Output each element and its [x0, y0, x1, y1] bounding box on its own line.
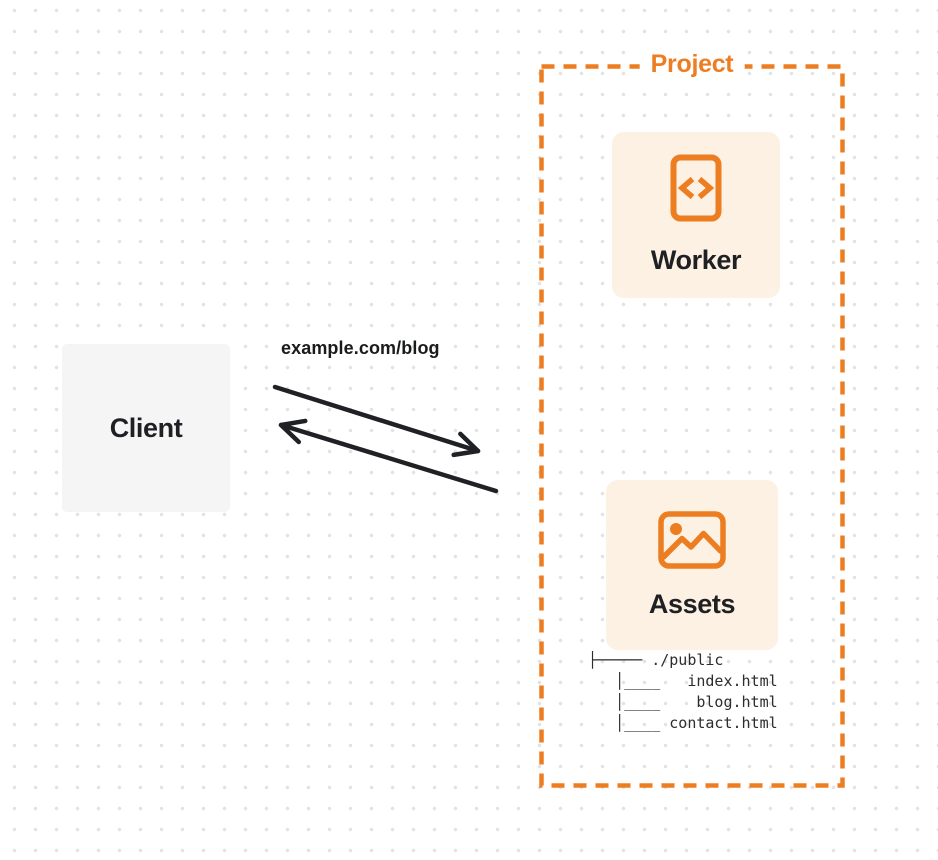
chevron-left-glyph: [677, 176, 695, 200]
request-url-label: example.com/blog: [281, 338, 440, 358]
request-arrow: [272, 384, 481, 458]
assets-node: Assets: [606, 480, 778, 650]
assets-label: Assets: [648, 588, 736, 619]
worker-label: Worker: [650, 245, 742, 275]
chevron-right-glyph: [697, 176, 715, 200]
project-dashed-border: [539, 64, 845, 788]
file-tree-root: ├───── ./public: [588, 651, 724, 669]
project-label: Project: [639, 50, 745, 79]
file-tree-item-contact: │____ contact.html: [588, 714, 778, 732]
file-tree-item-blog: │____ blog.html: [588, 693, 778, 711]
file-tree-item-index: │____ index.html: [588, 672, 778, 690]
client-node: Client: [62, 344, 230, 512]
worker-node: Worker: [612, 132, 780, 298]
image-icon-sun: [670, 522, 682, 535]
image-icon: [658, 510, 726, 569]
image-icon-mountains: [660, 530, 724, 560]
code-file-icon: [670, 154, 722, 222]
response-arrow: [278, 418, 499, 494]
file-tree: ├───── ./public │____ index.html │____ b…: [588, 650, 778, 734]
client-label: Client: [109, 412, 183, 443]
